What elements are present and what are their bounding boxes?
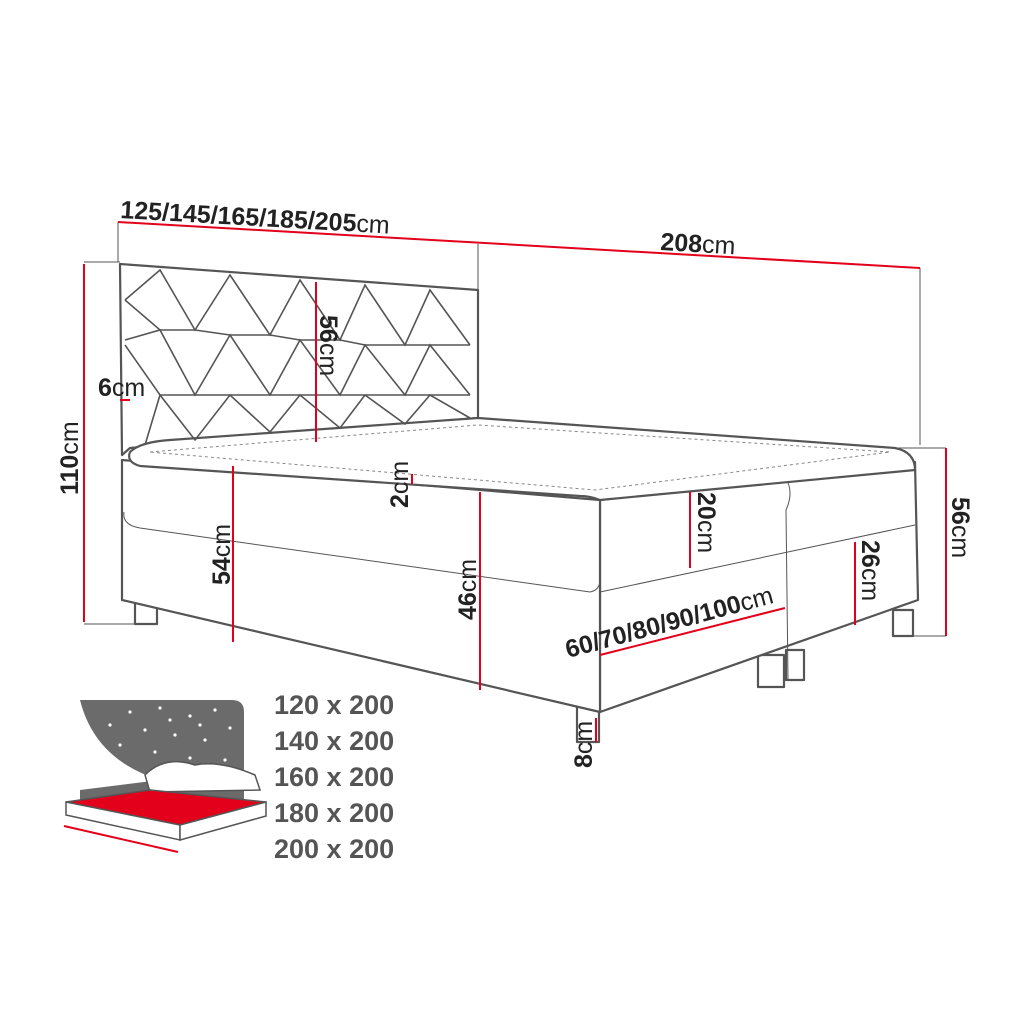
leg <box>756 653 786 689</box>
headboard-tufting <box>124 268 471 446</box>
topper-label: 2cm <box>386 461 414 508</box>
bed-size-icon <box>63 700 267 853</box>
base-height-label: 26cm <box>856 540 884 601</box>
base-front <box>120 458 602 714</box>
leg <box>784 648 806 682</box>
total-height-label: 110cm <box>56 421 84 495</box>
headboard-thickness-label: 6cm <box>98 374 145 402</box>
headboard-height-label: 56cm <box>314 315 342 376</box>
dimension-lines <box>83 221 947 742</box>
side-height-label: 56cm <box>946 497 974 558</box>
bed-drawing <box>118 262 920 744</box>
size-list: 120 x 200 140 x 200 160 x 200 180 x 200 … <box>274 690 394 864</box>
size-option: 140 x 200 <box>274 726 394 756</box>
size-option: 180 x 200 <box>274 798 394 828</box>
length-label: 208cm <box>660 228 737 260</box>
width-label: 125/145/165/185/205cm <box>120 196 391 239</box>
size-option: 120 x 200 <box>274 690 394 720</box>
mattress-height-label: 20cm <box>692 492 720 553</box>
bed-height-label: 54cm <box>208 524 236 585</box>
leg <box>891 608 915 638</box>
size-option: 160 x 200 <box>274 762 394 792</box>
leg-height-label: 8cm <box>570 721 598 768</box>
mattress <box>128 416 917 502</box>
box-height-label: 46cm <box>454 559 482 620</box>
size-option: 200 x 200 <box>274 834 394 864</box>
